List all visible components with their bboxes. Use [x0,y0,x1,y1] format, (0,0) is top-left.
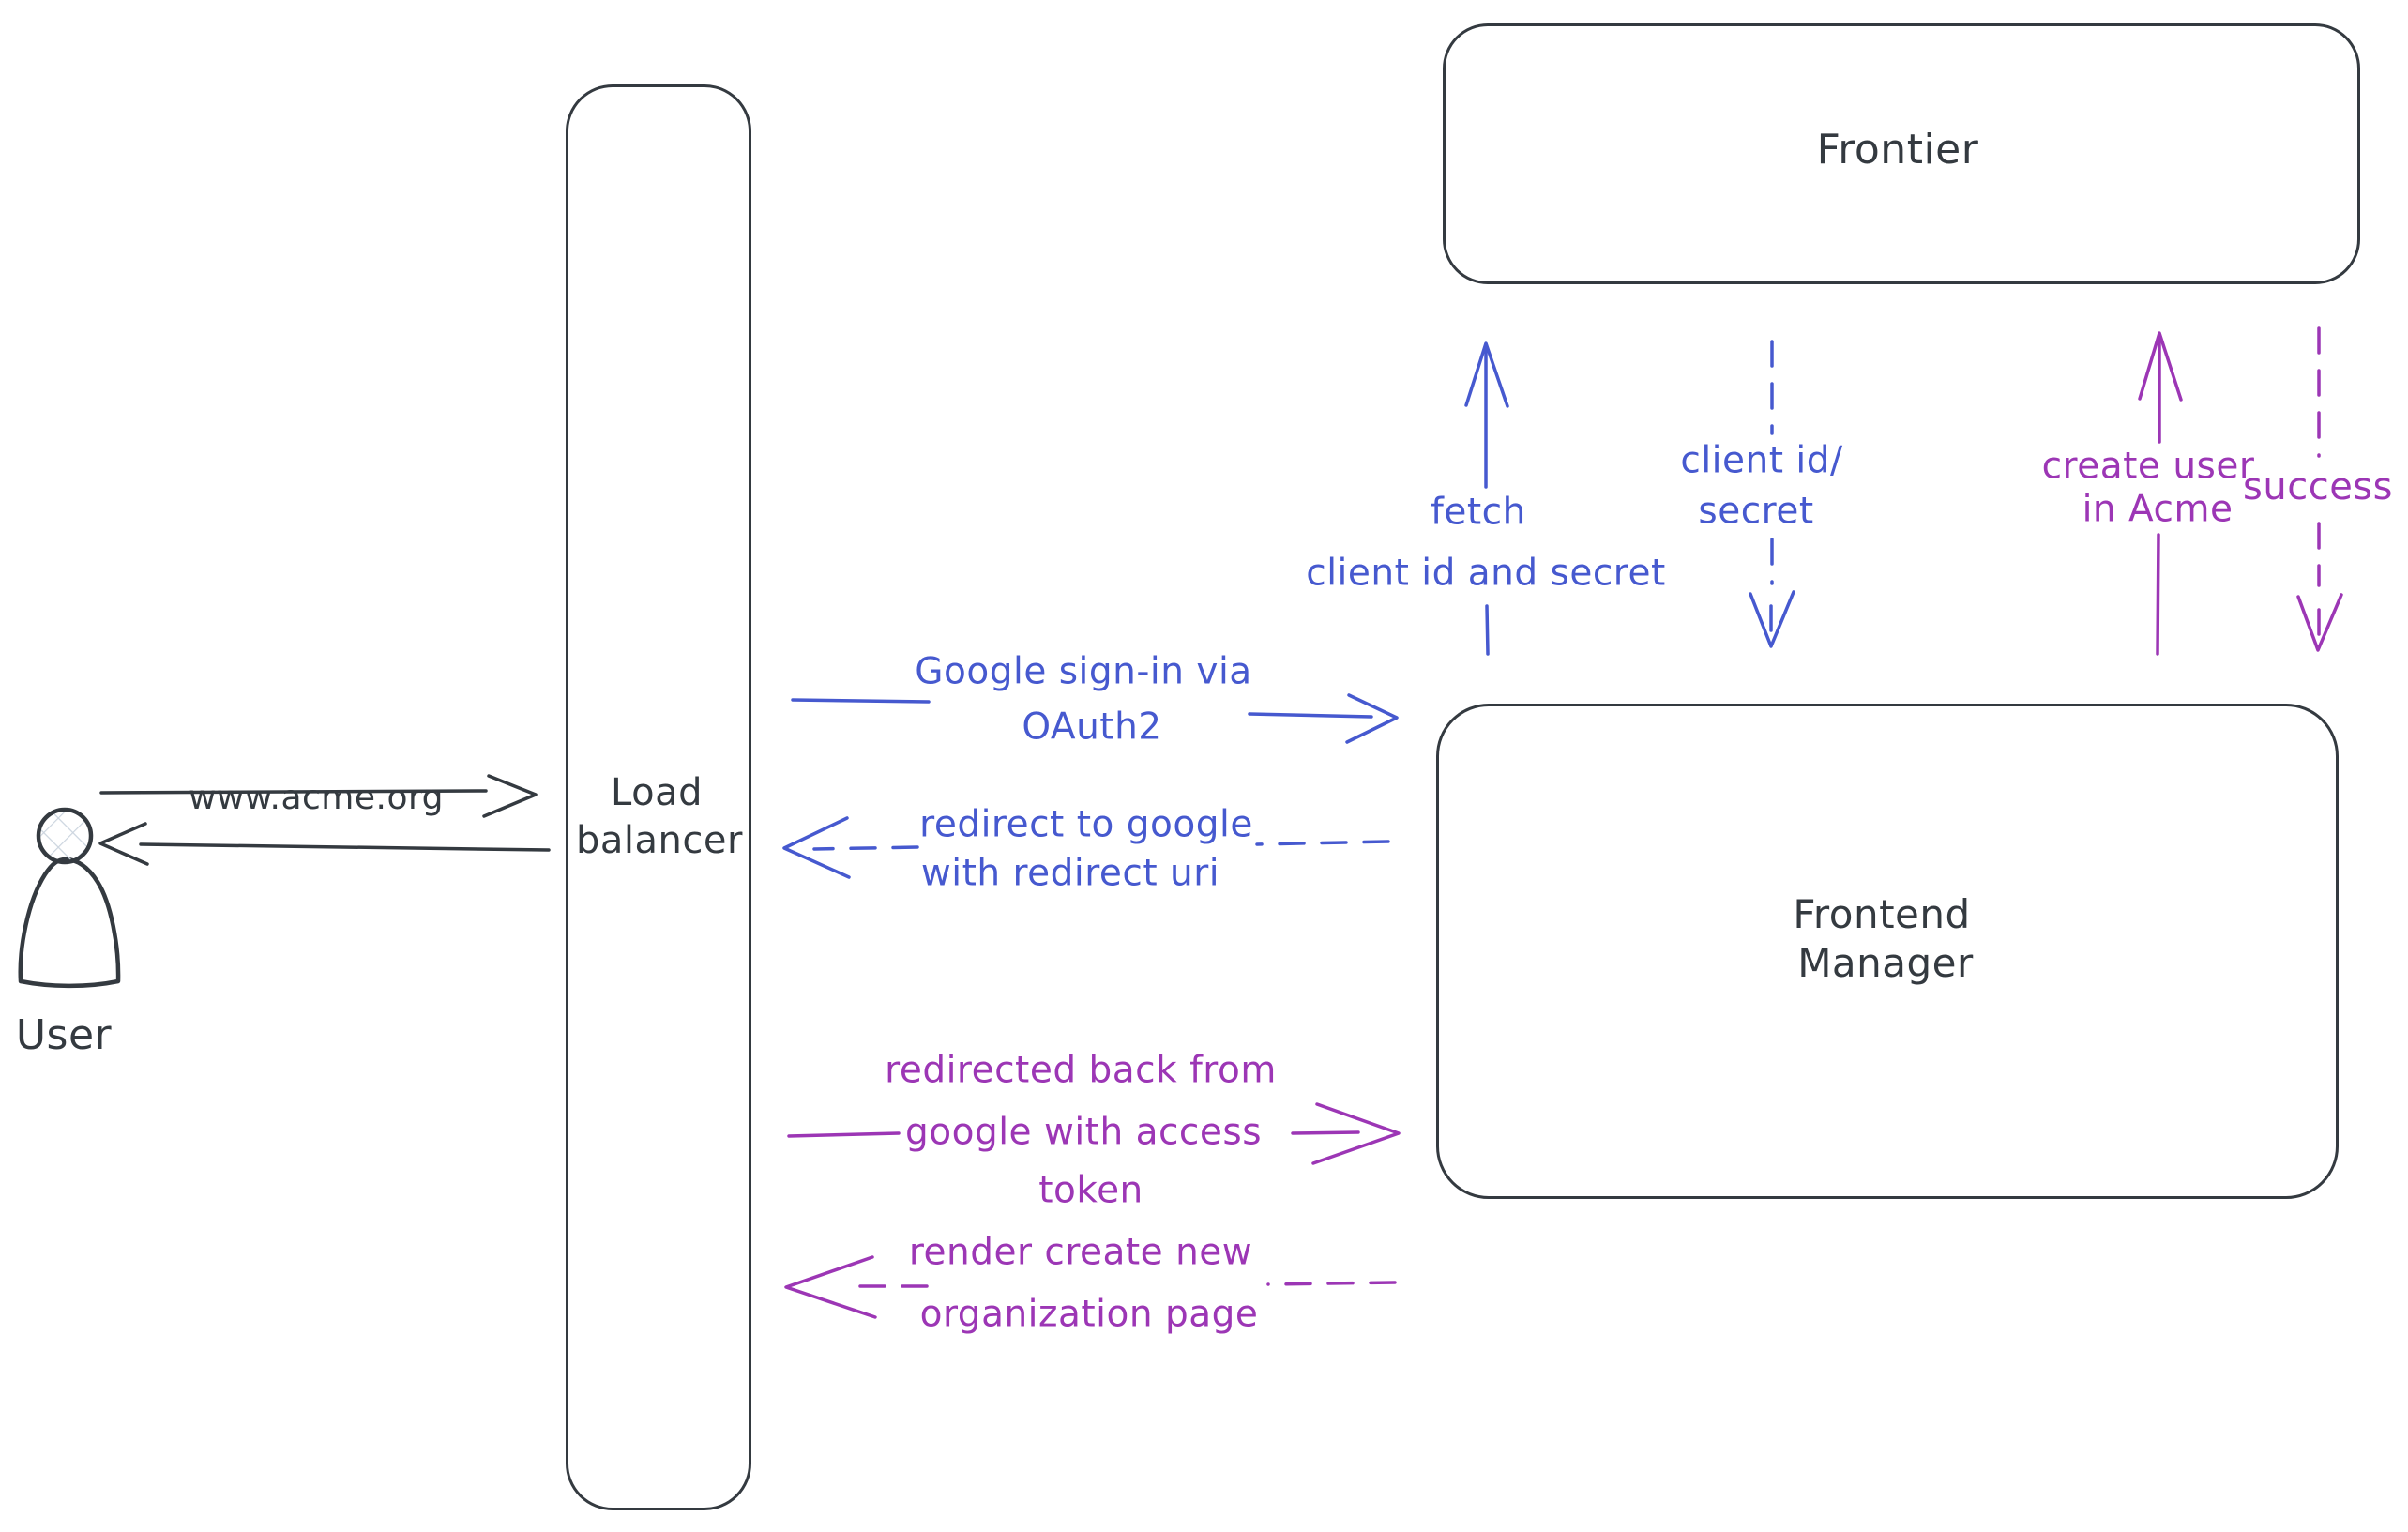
arrow-client-id-secret [1749,340,1795,648]
node-load-balancer [566,84,751,1510]
edge-label-create-user-line1: create user [2041,445,2255,488]
arrow-response-to-user [98,822,551,866]
edge-label-redirected-back-line3: token [1038,1169,1143,1212]
edge-label-render-page-line1: render create new [908,1231,1253,1274]
edge-label-redirect-google-line1: redirect to google [919,803,1253,846]
node-frontier [1443,23,2360,284]
edge-label-create-user-line2: in Acme [2082,488,2234,531]
edge-label-redirected-back-line1: redirected back from [885,1049,1277,1092]
arrow-render-page [784,1255,1397,1319]
arrow-redirected-back [787,1102,1401,1165]
frontend-manager-label-line1: Frontend [1793,891,1971,937]
edge-label-client-id-line2: secret [1698,490,1814,533]
edge-label-google-signin-line1: Google sign-in via [915,650,1252,693]
edge-label-fetch-line1: fetch [1431,491,1526,534]
edge-label-google-signin-line2: OAuth2 [1022,705,1162,749]
load-balancer-label-line1: Load [611,771,703,814]
edge-label-redirect-google-line2: with redirect uri [920,852,1220,895]
frontend-manager-label-line2: Manager [1797,940,1974,986]
arrow-fetch-secret [1464,341,1509,656]
edge-label-success: success [2243,465,2393,508]
edge-label-www-acme: www.acme.org [188,779,445,817]
node-frontend-manager [1436,704,2339,1199]
edge-label-render-page-line2: organization page [919,1293,1259,1336]
edge-label-fetch-line2: client id and secret [1306,552,1666,595]
arrow-create-user [2138,331,2183,656]
load-balancer-label-line2: balancer [576,819,743,862]
arrow-www-acme [99,774,538,818]
arrow-google-signin [791,693,1399,744]
edge-label-redirected-back-line2: google with access [904,1111,1263,1154]
edge-label-client-id-line1: client id/ [1680,439,1843,482]
user-icon [18,807,121,989]
frontier-label: Frontier [1816,126,1979,174]
arrow-redirect-google [782,816,1390,879]
arrow-success [2296,326,2343,652]
user-label: User [15,1011,113,1059]
